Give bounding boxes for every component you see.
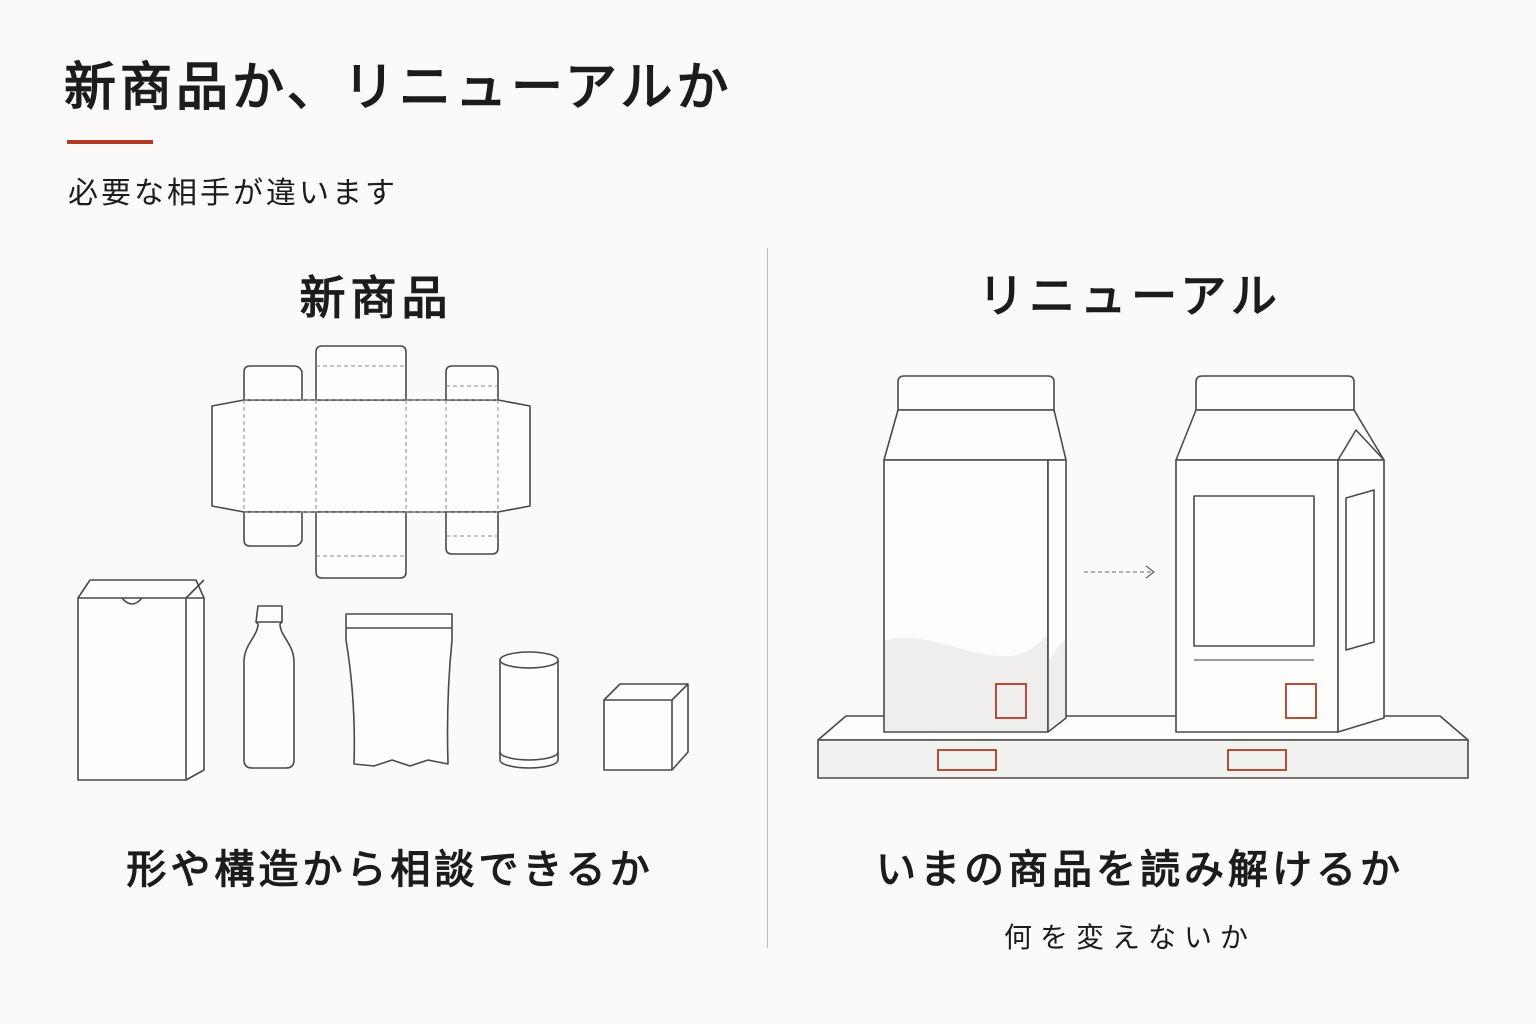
cube-box-icon [603,683,689,771]
renewal-caption: いまの商品を読み解けるか [876,847,1404,893]
carton-box-icon [77,579,205,781]
renewal-heading: リニューアル [978,269,1282,323]
current-carton-icon [883,375,1067,733]
renewed-carton-icon [1175,375,1385,733]
panel-divider [767,248,768,948]
arrow-right-icon [1084,565,1155,579]
can-icon [499,651,559,769]
new-product-heading: 新商品 [299,271,453,325]
renewal-sub-caption: 何を変えないか [1003,921,1256,954]
title-accent-rule [67,140,153,144]
box-dieline-icon [211,345,531,579]
new-product-caption: 形や構造から相談できるか [126,847,654,893]
page-subtitle: 必要な相手が違います [68,176,398,211]
bottle-icon [243,605,295,769]
stand-up-pouch-icon [345,613,453,767]
page-title: 新商品か、リニューアルか [64,58,733,118]
